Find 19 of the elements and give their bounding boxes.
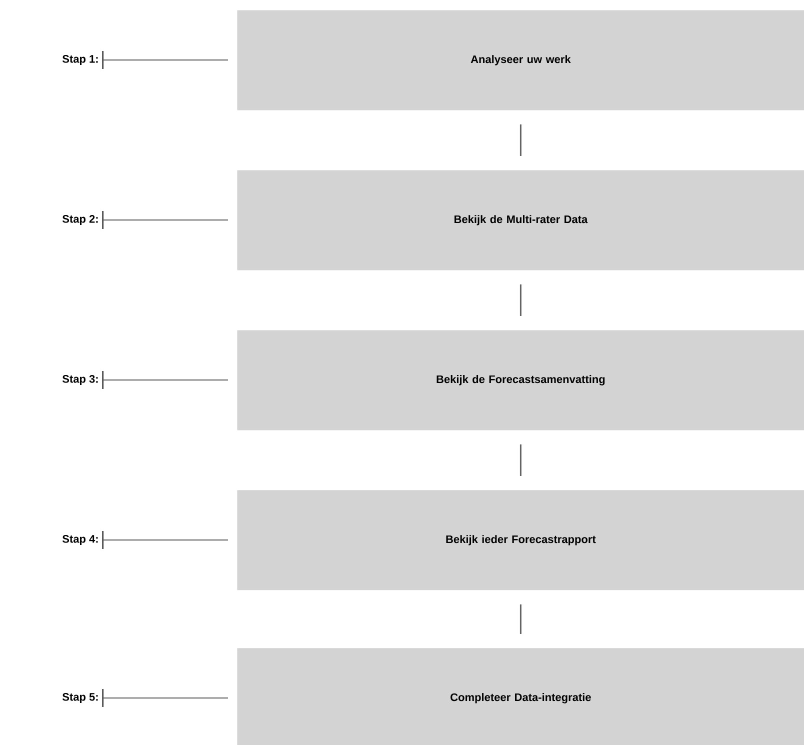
connector-line [520,604,522,634]
leader-line [102,688,228,707]
step-box: Analyseer uw werk [237,10,804,110]
step-box: Bekijk de Multi-rater Data [237,170,804,270]
step-label: Stap 2: [62,215,98,225]
step-box: Bekijk ieder Forecastrapport [237,490,804,590]
leader-line [102,51,228,69]
leader-line [102,371,228,389]
step-label: Stap 5: [62,693,98,703]
step-box: Completeer Data-integratie [237,648,804,745]
step-label: Stap 3: [62,375,98,385]
step-label: Stap 1: [62,55,98,65]
connector-line [520,284,522,316]
leader-line [102,530,228,549]
leader-line [102,210,228,229]
step-box: Bekijk de Forecastsamenvatting [237,330,804,430]
connector-line [520,124,522,156]
connector-line [520,444,522,476]
step-label: Stap 4: [62,535,98,545]
